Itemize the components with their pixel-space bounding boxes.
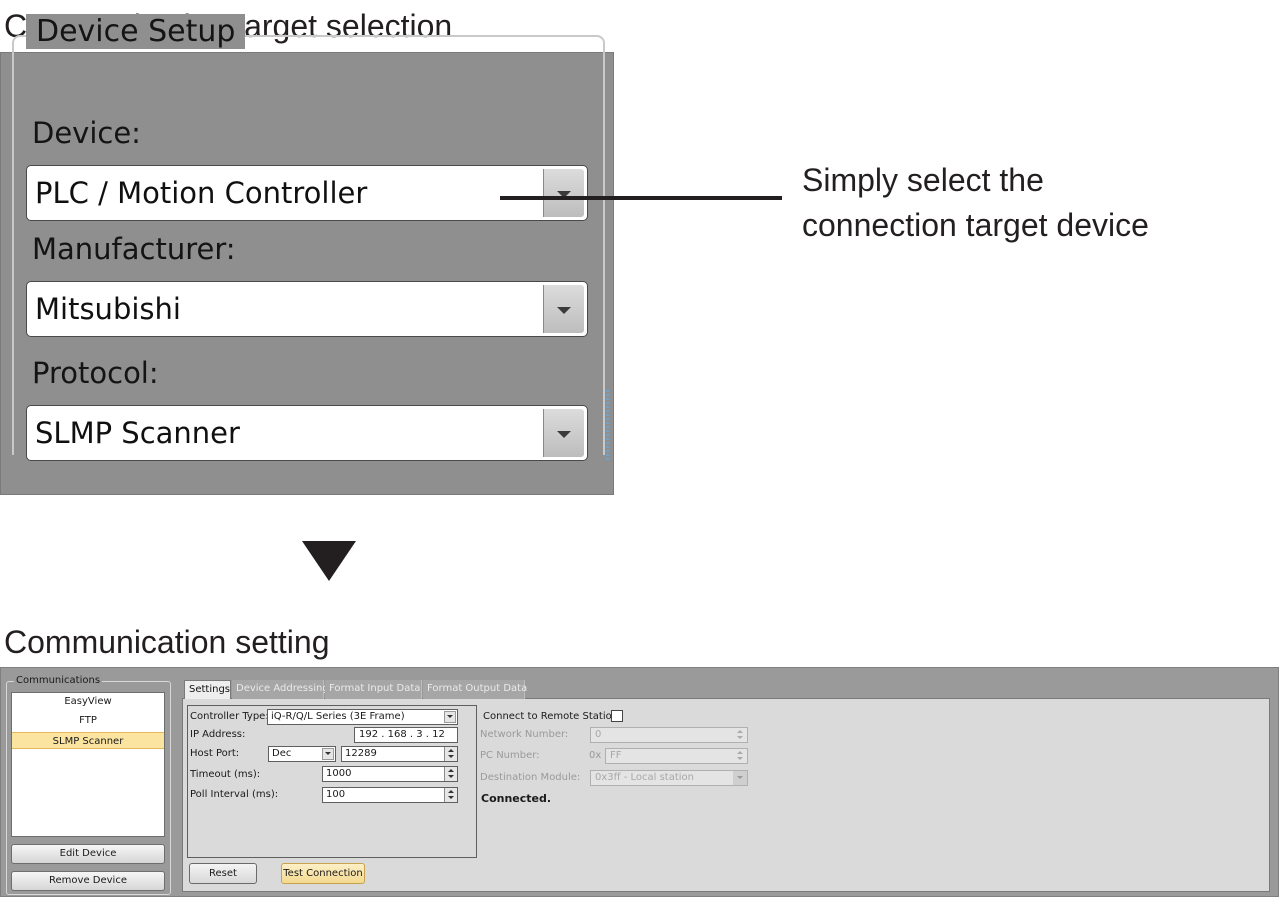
manufacturer-select[interactable]: Mitsubishi	[26, 281, 588, 337]
protocol-dropdown-button[interactable]	[543, 409, 584, 457]
controller-type-label: Controller Type:	[190, 711, 269, 722]
network-number-label: Network Number:	[480, 729, 569, 740]
device-label: Device:	[32, 116, 141, 150]
callout-leader-line	[500, 196, 782, 200]
device-setup-group	[12, 35, 605, 455]
pc-number-prefix: 0x	[589, 750, 602, 761]
host-port-value: 12289	[345, 748, 377, 759]
ip-address-label: IP Address:	[190, 729, 246, 740]
tab-settings[interactable]: Settings	[184, 680, 231, 699]
device-select-value: PLC / Motion Controller	[35, 176, 368, 210]
list-item-selected[interactable]: SLMP Scanner	[12, 732, 164, 749]
manufacturer-select-value: Mitsubishi	[35, 292, 181, 326]
protocol-select-value: SLMP Scanner	[35, 416, 240, 450]
connection-status: Connected.	[481, 792, 552, 805]
network-number-input: 0	[590, 727, 748, 743]
connect-remote-label: Connect to Remote Station:	[483, 711, 622, 722]
poll-interval-input[interactable]: 100	[322, 787, 458, 803]
callout-line-1: Simply select the	[802, 162, 1044, 198]
device-select[interactable]: PLC / Motion Controller	[26, 165, 588, 221]
chevron-down-icon	[733, 771, 747, 785]
protocol-label: Protocol:	[32, 356, 159, 390]
destination-module-select: 0x3ff - Local station	[590, 770, 748, 786]
chevron-down-icon[interactable]	[444, 711, 456, 723]
list-item[interactable]: FTP	[79, 715, 97, 726]
edit-device-button[interactable]: Edit Device	[11, 844, 165, 864]
manufacturer-label: Manufacturer:	[32, 232, 236, 266]
poll-interval-value: 100	[326, 789, 346, 800]
host-port-format-value: Dec	[272, 748, 292, 759]
tab-device-addressing[interactable]: Device Addressing	[232, 680, 329, 699]
chevron-down-icon	[557, 307, 571, 314]
timeout-value: 1000	[326, 768, 352, 779]
chevron-down-icon	[557, 191, 571, 198]
protocol-select[interactable]: SLMP Scanner	[26, 405, 588, 461]
tab-format-input-data[interactable]: Format Input Data	[325, 680, 422, 699]
spinner-icon[interactable]	[444, 747, 457, 761]
chevron-down-icon[interactable]	[322, 748, 334, 760]
controller-type-select[interactable]: iQ-R/Q/L Series (3E Frame)	[267, 709, 458, 725]
pc-number-label: PC Number:	[480, 750, 540, 761]
network-number-value: 0	[595, 729, 602, 740]
host-port-input[interactable]: 12289	[341, 746, 458, 762]
spinner-icon[interactable]	[444, 788, 457, 802]
destination-module-value: 0x3ff - Local station	[595, 772, 695, 783]
reset-button[interactable]: Reset	[189, 863, 257, 884]
connection-settings-box	[187, 705, 477, 858]
arrow-down-icon	[302, 541, 356, 581]
callout-text: Simply select the connection target devi…	[802, 158, 1149, 248]
remove-device-button[interactable]: Remove Device	[11, 871, 165, 891]
poll-interval-label: Poll Interval (ms):	[190, 789, 279, 800]
pc-number-value: FF	[610, 750, 622, 761]
ip-address-input[interactable]: 192 . 168 . 3 . 12	[354, 727, 458, 743]
ip-address-value: 192 . 168 . 3 . 12	[359, 729, 445, 740]
manufacturer-dropdown-button[interactable]	[543, 285, 584, 333]
spinner-icon	[737, 750, 745, 762]
tab-format-output-data[interactable]: Format Output Data	[423, 680, 527, 699]
device-setup-title: Device Setup	[26, 14, 246, 49]
callout-line-2: connection target device	[802, 207, 1149, 243]
panel-resize-handle[interactable]	[606, 390, 609, 460]
device-dropdown-button[interactable]	[543, 169, 584, 217]
timeout-input[interactable]: 1000	[322, 766, 458, 782]
test-connection-button[interactable]: Test Connection	[281, 863, 365, 884]
communications-title: Communications	[14, 675, 103, 686]
destination-module-label: Destination Module:	[480, 772, 581, 783]
list-item[interactable]: EasyView	[64, 696, 112, 707]
spinner-icon	[737, 729, 745, 741]
host-port-label: Host Port:	[190, 748, 240, 759]
device-list[interactable]: EasyView FTP SLMP Scanner	[11, 692, 165, 837]
host-port-format-select[interactable]: Dec	[268, 746, 336, 762]
connect-remote-checkbox[interactable]	[611, 710, 623, 722]
spinner-icon[interactable]	[444, 767, 457, 781]
pc-number-input: FF	[605, 748, 748, 764]
section-heading-communication-setting: Communication setting	[4, 624, 330, 660]
controller-type-value: iQ-R/Q/L Series (3E Frame)	[271, 711, 405, 722]
timeout-label: Timeout (ms):	[190, 769, 261, 780]
chevron-down-icon	[557, 431, 571, 438]
